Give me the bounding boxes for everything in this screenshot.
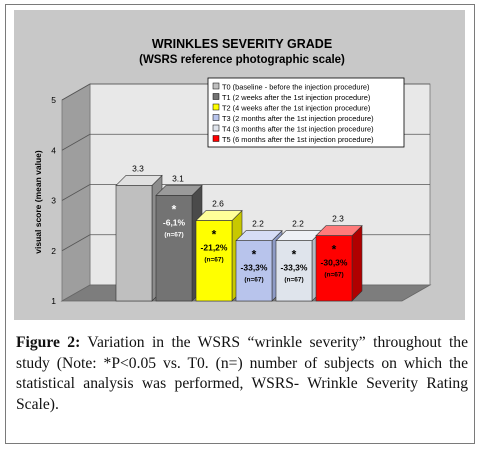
percent-change-label: -33,3%	[241, 263, 268, 273]
bar-front	[155, 195, 193, 302]
percent-change-label: -6,1%	[163, 217, 186, 227]
data-label: 2.2	[292, 219, 304, 229]
bar	[315, 224, 363, 302]
legend-entry: T5 (6 months after the 1st injection pro…	[222, 135, 374, 144]
percent-change-label: -33,3%	[281, 263, 308, 273]
bar-side	[351, 224, 363, 302]
legend-swatch	[212, 103, 220, 111]
y-tick-label: 1	[51, 296, 56, 306]
legend-entry: T0 (baseline - before the injection proc…	[222, 83, 370, 92]
data-label: 3.1	[172, 173, 184, 183]
y-tick-label: 5	[51, 95, 56, 105]
y-axis-label: visual score (mean value)	[33, 150, 43, 254]
data-label: 3.3	[132, 163, 144, 173]
sample-size-label: (n=67)	[164, 231, 183, 238]
bar-front	[235, 240, 273, 302]
legend-swatch	[212, 114, 220, 121]
bar-front	[275, 240, 313, 302]
legend-swatch	[212, 93, 220, 100]
bar-chart: WRINKLES SEVERITY GRADE (WSRS reference …	[14, 10, 465, 320]
significance-star: *	[292, 248, 297, 262]
figure-caption: Figure 2: Variation in the WSRS “wrinkle…	[16, 333, 468, 415]
legend-swatch	[212, 124, 220, 132]
legend-entry: T2 (4 weeks after the 1st injection proc…	[222, 104, 370, 113]
sample-size-label: (n=67)	[244, 277, 263, 284]
gridline-side	[61, 133, 91, 151]
bar	[115, 174, 163, 302]
significance-star: *	[172, 202, 177, 216]
gridline-side	[61, 234, 91, 252]
legend-box	[207, 77, 405, 148]
sample-size-label: (n=67)	[324, 272, 343, 279]
legend-entry: T1 (2 weeks after the 1st injection proc…	[222, 93, 370, 102]
caption-text: Variation in the WSRS “wrinkle severity”…	[16, 334, 469, 413]
legend-entry: T4 (3 months after the 1st injection pro…	[222, 125, 374, 134]
data-label: 2.2	[252, 219, 264, 229]
legend-swatch	[212, 82, 220, 90]
bar	[235, 229, 283, 302]
chart-title: WRINKLES SEVERITY GRADE	[152, 37, 332, 51]
bar-front	[115, 185, 153, 302]
legend-swatch	[212, 135, 220, 142]
percent-change-label: -30,3%	[321, 258, 348, 268]
y-tick-label: 2	[51, 246, 56, 256]
data-label: 2.6	[212, 199, 224, 209]
data-label: 2.3	[332, 214, 344, 224]
chart-subtitle: (WSRS reference photographic scale)	[139, 54, 345, 66]
plot-area: 123453.33.1*-6,1%(n=67)2.6*-21,2%(n=67)2…	[51, 83, 432, 306]
bar-front	[315, 235, 353, 302]
legend: T0 (baseline - before the injection proc…	[207, 77, 405, 148]
significance-star: *	[212, 228, 217, 242]
significance-star: *	[332, 243, 337, 257]
y-tick-label: 3	[51, 196, 56, 206]
significance-star: *	[252, 248, 257, 262]
bar-front	[195, 220, 233, 302]
legend-entry: T3 (2 months after the 1st injection pro…	[222, 114, 374, 123]
gridline-side	[61, 83, 91, 101]
percent-change-label: -21,2%	[201, 243, 228, 253]
sample-size-label: (n=67)	[204, 257, 223, 264]
bar	[155, 184, 203, 302]
gridline-side	[61, 184, 91, 201]
sample-size-label: (n=67)	[284, 277, 303, 284]
caption-label: Figure 2:	[16, 334, 81, 351]
y-tick-label: 4	[51, 145, 56, 155]
chart-container: WRINKLES SEVERITY GRADE (WSRS reference …	[14, 10, 465, 320]
